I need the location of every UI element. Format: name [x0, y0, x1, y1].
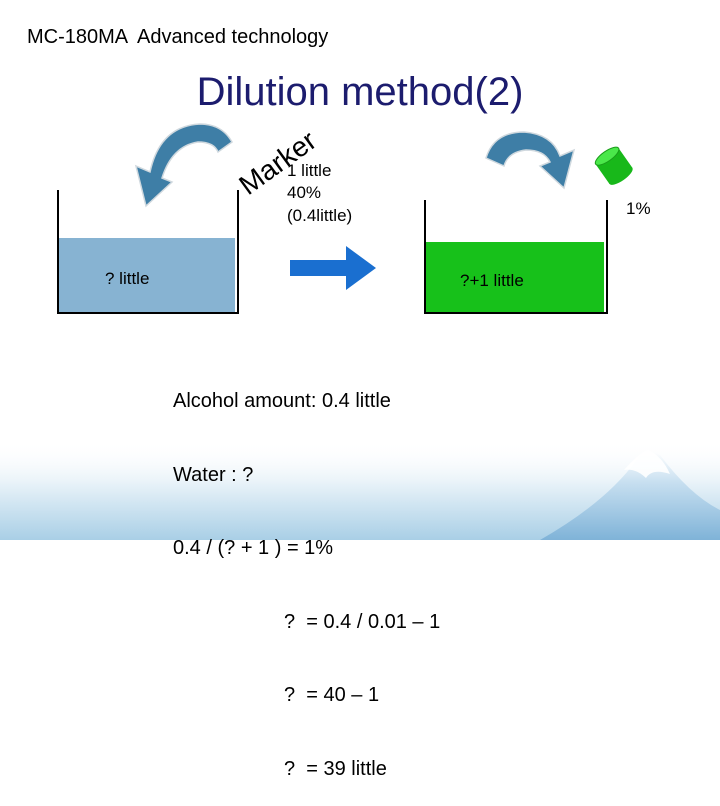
calc-line-result: ? = 39 little	[284, 757, 387, 780]
right-arrow-icon	[290, 246, 376, 290]
background-decoration	[0, 440, 720, 540]
slide-title: Dilution method(2)	[196, 70, 524, 114]
left-beaker	[57, 190, 239, 314]
diagram-graphics	[134, 123, 633, 290]
right-beaker-label: ?+1 little	[460, 271, 524, 290]
left-beaker-label: ? little	[105, 269, 150, 288]
marker-volume: 1 little	[287, 161, 332, 180]
calc-line-water: Water : ?	[173, 463, 254, 486]
marker-alcohol-amount: (0.4little)	[287, 206, 353, 225]
curved-arrow-right-icon	[485, 131, 576, 190]
calculation-block: Alcohol amount: 0.4 little Water : ? 0.4…	[173, 340, 440, 806]
calc-line-step2: ? = 40 – 1	[284, 684, 380, 706]
calc-line-alcohol: Alcohol amount: 0.4 little	[173, 390, 391, 412]
target-concentration: 1%	[626, 199, 651, 218]
right-beaker	[424, 200, 608, 314]
marker-cap-icon	[594, 146, 633, 185]
curved-arrow-left-icon	[134, 123, 233, 208]
marker-concentration: 40%	[287, 183, 322, 202]
header-text: MC-180MA Advanced technology	[27, 26, 329, 48]
right-beaker-liquid	[426, 242, 604, 312]
mountain-icon	[540, 451, 720, 540]
left-beaker-liquid	[59, 238, 235, 312]
calc-line-step1: ? = 0.4 / 0.01 – 1	[284, 610, 441, 633]
marker-label: Marker	[233, 125, 322, 201]
